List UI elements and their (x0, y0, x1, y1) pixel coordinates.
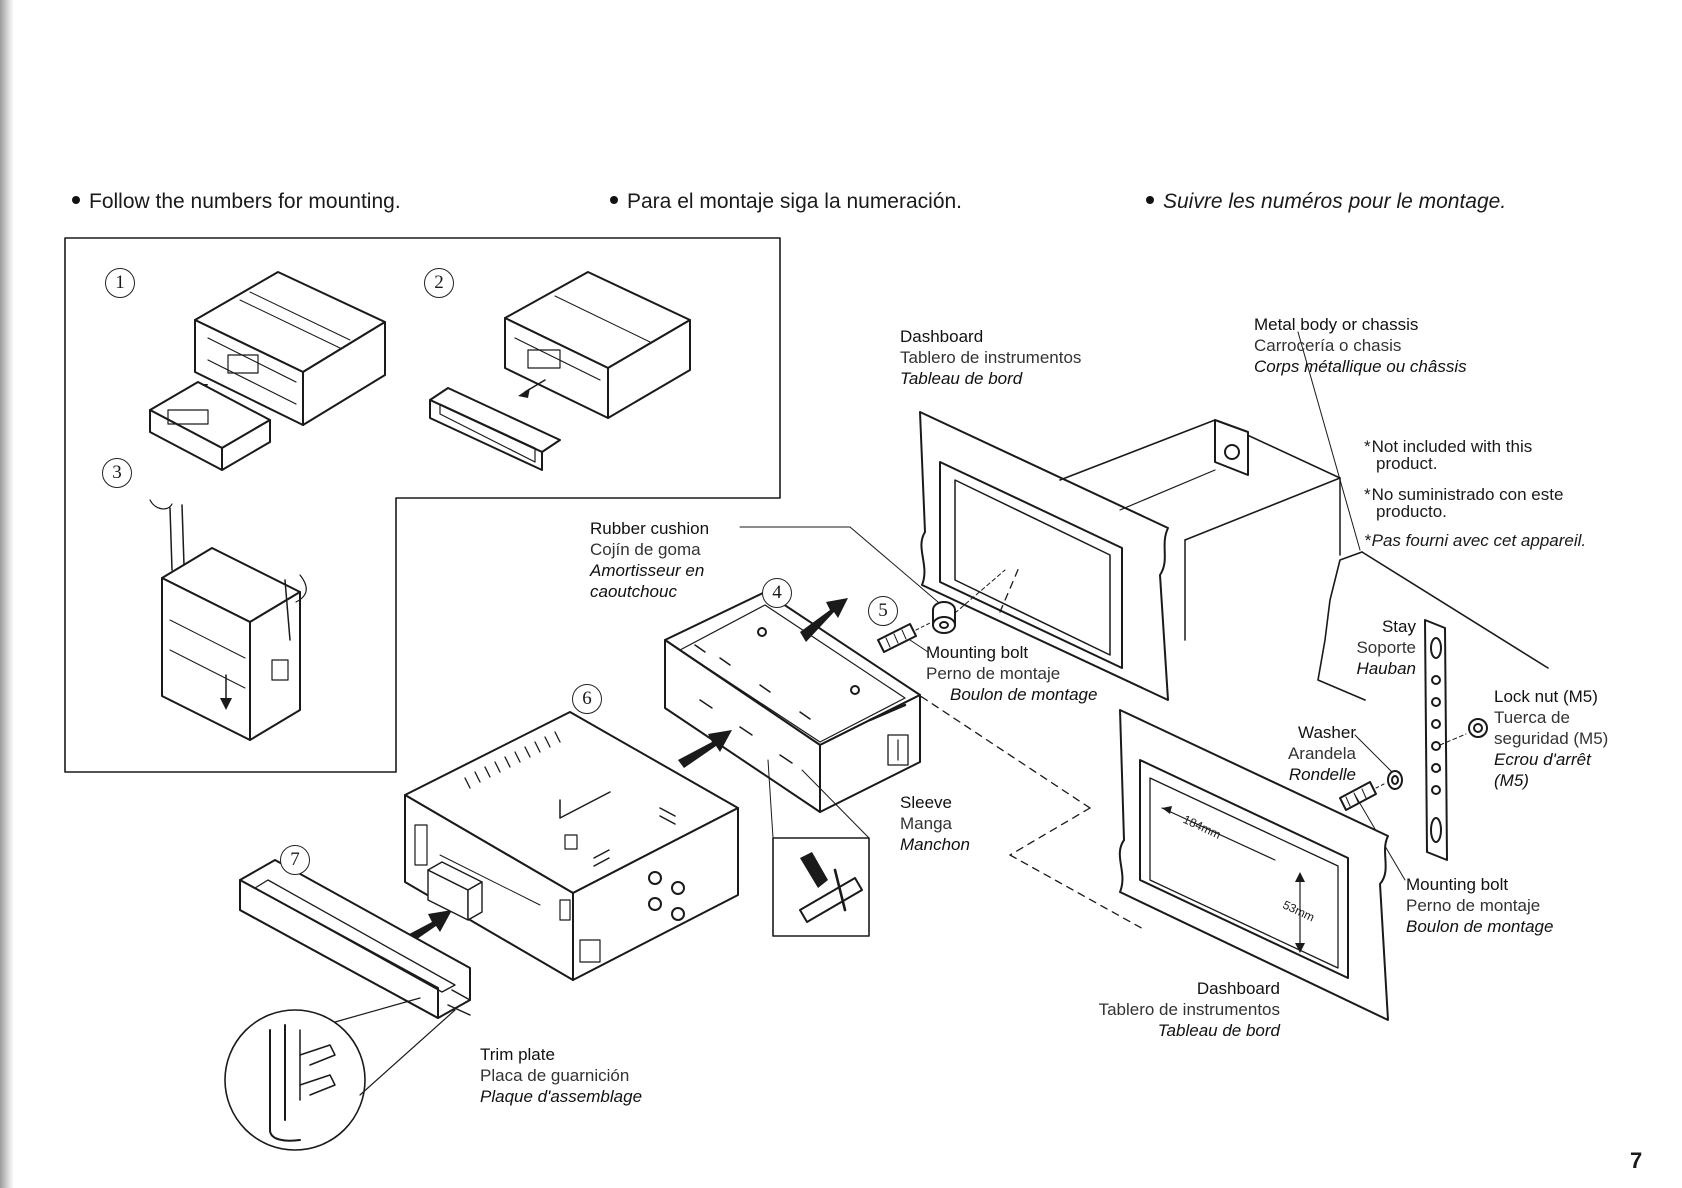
label-lock-nut: Lock nut (M5) Tuerca de seguridad (M5) E… (1494, 687, 1609, 790)
stay-bracket-icon (1424, 619, 1448, 861)
step-number-7: 7 (280, 845, 310, 875)
step2-unit-icon (429, 271, 691, 471)
label-dashboard-bottom: Dashboard Tablero de instrumentos Tablea… (1098, 979, 1280, 1040)
dashboard-top-panel (919, 411, 1341, 701)
instruction-spanish: Para el montaje siga la numeración. (610, 190, 962, 214)
step-number-4: 4 (762, 578, 792, 608)
label-sleeve: Sleeve Manga Manchon (900, 793, 970, 854)
label-washer: Washer Arandela Rondelle (1287, 723, 1356, 784)
instruction-french: Suivre les numéros pour le montage. (1146, 190, 1506, 214)
instruction-english: Follow the numbers for mounting. (72, 190, 401, 214)
step-number-1: 1 (105, 268, 135, 298)
page-binding-edge (0, 0, 14, 1188)
bullet-icon (72, 196, 80, 205)
bullet-icon (610, 196, 618, 205)
label-trim-plate: Trim plate Placa de guarnición Plaque d'… (480, 1045, 643, 1106)
label-dashboard-top: Dashboard Tablero de instrumentos Tablea… (900, 327, 1082, 388)
step-number-3: 3 (102, 458, 132, 488)
label-mounting-bolt-center: Mounting bolt Perno de montaje Boulon de… (926, 643, 1098, 704)
step-number-6: 6 (572, 684, 602, 714)
step1-unit-icon (149, 271, 386, 471)
label-stay: Stay Soporte Hauban (1356, 617, 1416, 678)
step-number-2: 2 (424, 268, 454, 298)
label-rubber-cushion: Rubber cushion Cojín de goma Amortisseur… (590, 519, 710, 601)
trim-plate-icon (239, 859, 471, 1019)
steps-inset-frame (64, 237, 781, 773)
step-number-5: 5 (868, 596, 898, 626)
note-english-cont: product. (1376, 454, 1438, 473)
radio-unit-icon (404, 711, 739, 981)
note-french: *Pas fourni avec cet appareil. (1364, 531, 1587, 550)
chassis-side-panel (1317, 551, 1366, 701)
note-spanish-cont: producto. (1376, 502, 1447, 521)
dashboard-bottom-panel (1118, 709, 1389, 1021)
arrow-step6-icon (678, 730, 732, 768)
bullet-icon (1146, 196, 1154, 205)
label-metal-body: Metal body or chassis Carrocería o chasi… (1254, 315, 1467, 376)
note-english: *Not included with this (1364, 437, 1533, 456)
step3-unit-icon (149, 499, 307, 741)
sleeve-tab-detail (767, 759, 870, 937)
lock-nut-icon (1439, 718, 1488, 746)
page-number: 7 (1630, 1148, 1643, 1173)
washer-icon (1387, 770, 1403, 790)
trim-plate-detail-icon (224, 997, 456, 1151)
arrow-step4-icon (800, 598, 848, 642)
mounting-bolt-center-icon (877, 621, 933, 653)
sleeve-icon (664, 591, 921, 813)
rubber-cushion-icon (739, 526, 1006, 634)
note-spanish: *No suministrado con este (1364, 485, 1564, 504)
label-mounting-bolt-right: Mounting bolt Perno de montaje Boulon de… (1406, 875, 1554, 936)
